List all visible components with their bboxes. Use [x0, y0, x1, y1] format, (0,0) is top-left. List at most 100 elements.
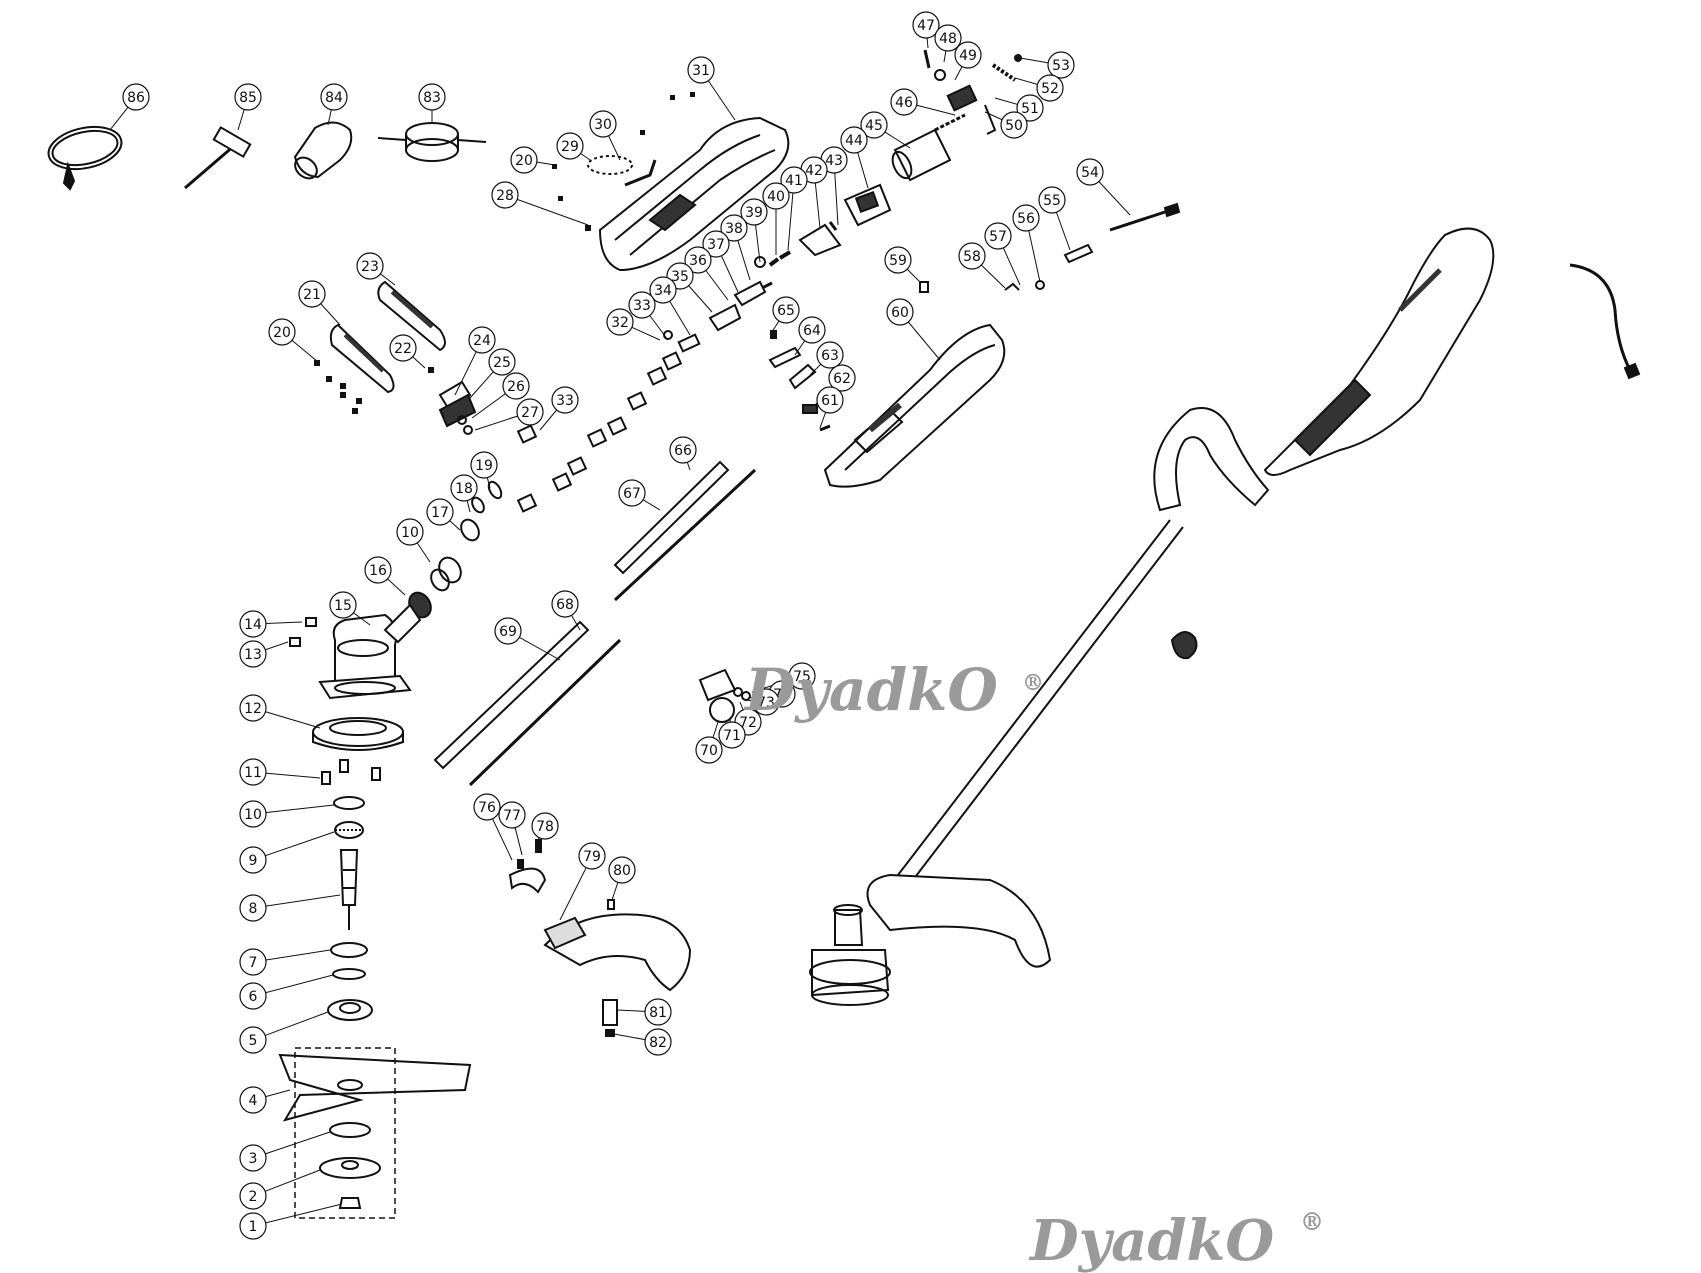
callout-circle: [239, 982, 267, 1010]
part-60-housing-half: [823, 323, 1006, 488]
callout-circle: [1016, 94, 1044, 122]
callout-circle: [578, 842, 606, 870]
callout-circle: [470, 451, 498, 479]
callout-c15: 15: [329, 591, 371, 626]
callout-number: 8: [249, 901, 258, 917]
callout-number: 30: [594, 117, 612, 133]
callout-c18: 18: [450, 474, 478, 513]
callout-number: 10: [401, 525, 419, 541]
callout-number: 21: [303, 287, 321, 303]
callout-c14: 14: [239, 610, 303, 638]
callout-circle: [450, 474, 478, 502]
callout-c42: 42: [800, 156, 828, 229]
callout-number: 31: [692, 63, 710, 79]
callout-number: 29: [561, 139, 579, 155]
part-44-fan: [843, 183, 892, 227]
callout-circle: [890, 88, 918, 116]
watermark-registered-mark: ®: [1300, 1207, 1324, 1236]
callout-number: 73: [757, 695, 775, 711]
callout-c56: 56: [1012, 204, 1041, 283]
callout-c60: 60: [886, 298, 941, 361]
parts-32-41-spindle-group: [663, 250, 792, 353]
callout-number: 52: [1041, 81, 1059, 97]
callout-number: 12: [244, 701, 262, 717]
part-29-30-screws-wrench: [587, 155, 657, 187]
parts-81-82-blade-clip: [602, 999, 618, 1037]
callout-circle: [884, 246, 912, 274]
callout-number: 51: [1021, 101, 1039, 117]
callout-leader-line: [252, 974, 334, 997]
callout-number: 24: [473, 333, 491, 349]
callout-number: 68: [556, 597, 574, 613]
callout-c33: 33: [628, 291, 669, 341]
callout-leader-line: [252, 1203, 343, 1227]
callout-circle: [491, 181, 519, 209]
part-54-cord-plug: [1109, 202, 1181, 232]
callout-circle: [687, 56, 715, 84]
callout-circle: [498, 801, 526, 829]
callout-c23: 23: [356, 252, 396, 286]
callout-number: 22: [394, 341, 412, 357]
callout-c25: 25: [469, 348, 516, 399]
callout-circle: [788, 662, 816, 690]
parts-76-78-clamp: [508, 839, 547, 894]
part-79-guard: [543, 913, 692, 992]
callout-c22: 22: [389, 334, 426, 369]
part-33-tube-spacers: [516, 351, 683, 513]
callout-c48: 48: [934, 24, 962, 63]
callout-circle: [589, 110, 617, 138]
callout-number: 18: [455, 481, 473, 497]
callout-number: 11: [244, 765, 262, 781]
callout-c30: 30: [589, 110, 621, 161]
callout-circle: [396, 518, 424, 546]
callout-number: 44: [845, 133, 863, 149]
callout-c12: 12: [239, 694, 321, 729]
callout-c47: 47: [912, 11, 940, 49]
callout-number: 5: [249, 1033, 258, 1049]
callout-number: 38: [725, 221, 743, 237]
watermark-brand-text: DyadkO: [1028, 1208, 1274, 1273]
callout-circle: [239, 1144, 267, 1172]
watermark-center: DyadkO ®: [743, 656, 1044, 724]
callout-number: 45: [865, 118, 883, 134]
part-84-cap: [293, 121, 353, 180]
callout-c29: 29: [556, 132, 591, 161]
callout-circle: [644, 1028, 672, 1056]
parts-70-75-adjust-knob: [698, 668, 751, 723]
parts-drawing: [47, 49, 1641, 1219]
callout-number: 66: [674, 443, 692, 459]
part-23-handle-half: [377, 280, 446, 352]
callout-circle: [494, 617, 522, 645]
callout-number: 64: [803, 323, 821, 339]
callout-c68: 68: [551, 590, 581, 631]
callout-c84: 84: [320, 83, 348, 126]
callout-number: 59: [889, 253, 907, 269]
callout-c66: 66: [669, 436, 697, 471]
callout-c20a: 20: [510, 146, 556, 174]
callout-c31: 31: [687, 56, 736, 121]
part-80-screw: [607, 899, 615, 910]
callout-circle: [958, 242, 986, 270]
callout-circle: [488, 348, 516, 376]
callout-c78: 78: [531, 812, 559, 841]
callout-c55: 55: [1038, 186, 1071, 251]
callout-circle: [695, 736, 723, 764]
part-83-spool-head: [377, 122, 487, 162]
parts-13-14-screws: [289, 617, 317, 647]
part-21-handle-half: [329, 323, 395, 394]
callout-circle: [468, 326, 496, 354]
callout-circle: [798, 316, 826, 344]
callout-number: 78: [536, 819, 554, 835]
callout-c3: 3: [239, 1131, 331, 1172]
callout-c34: 34: [649, 276, 691, 336]
callout-c61: 61: [816, 386, 844, 429]
callout-circle: [239, 694, 267, 722]
callout-number: 49: [959, 48, 977, 64]
part-55-56-57-58-small-parts: [1004, 243, 1094, 291]
callout-number: 9: [249, 853, 258, 869]
callout-number: 55: [1043, 193, 1061, 209]
part-45-motor: [891, 113, 966, 182]
callout-number: 42: [805, 163, 823, 179]
